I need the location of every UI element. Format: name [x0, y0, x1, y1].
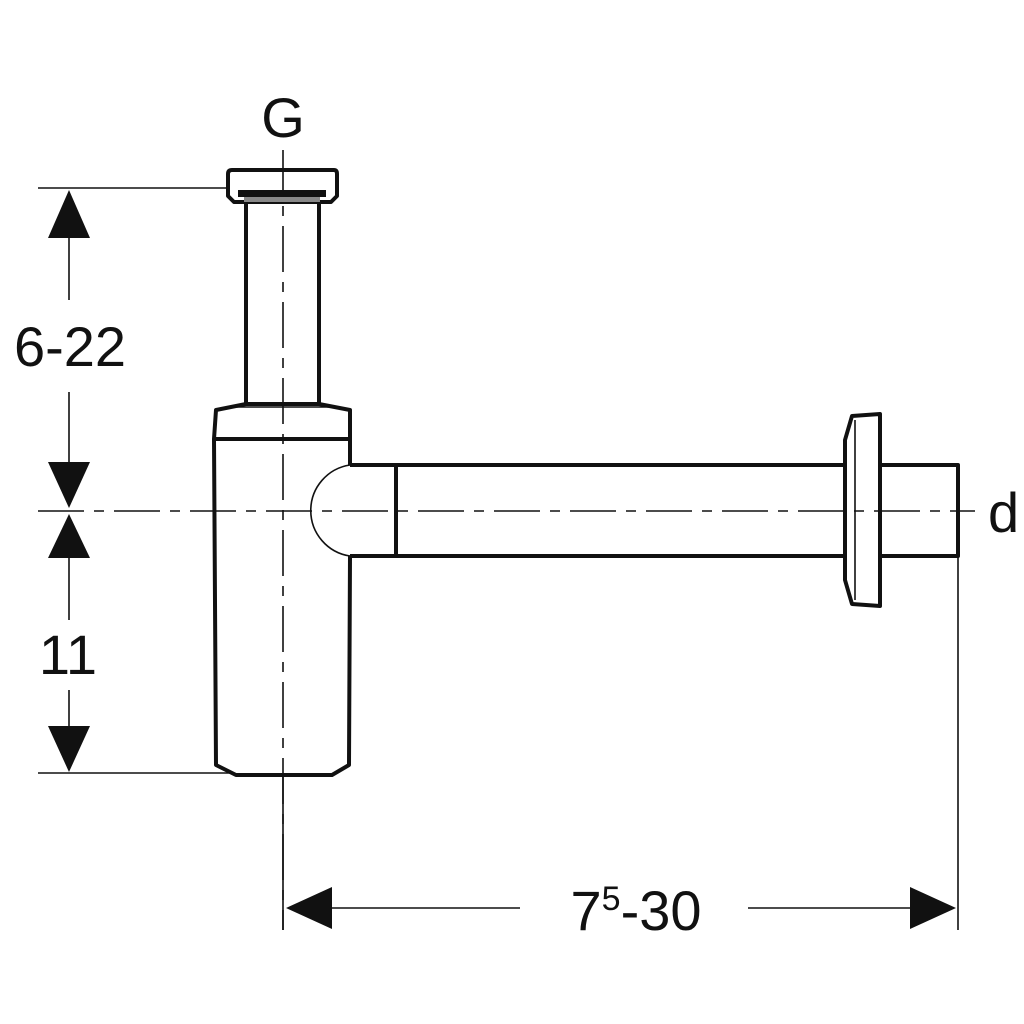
arrow-right-icon	[910, 887, 956, 929]
projection-base: 7	[570, 879, 601, 942]
outlet-label: d	[988, 481, 1019, 544]
arrow-up-icon	[48, 514, 90, 558]
trap-body	[212, 402, 352, 777]
inlet-label: G	[261, 86, 305, 149]
horizontal-dimension	[286, 887, 956, 929]
arrow-down-icon	[48, 462, 90, 508]
vertical-dimension	[48, 190, 90, 772]
arrow-up-icon	[48, 190, 90, 238]
projection-superscript: 5	[602, 880, 621, 918]
projection-range: -30	[621, 879, 702, 942]
wall-rosette	[843, 412, 882, 608]
arrow-down-icon	[48, 726, 90, 772]
trap-depth-label: 11	[39, 623, 97, 686]
inlet-tube	[244, 202, 321, 404]
projection-label: 75-30	[570, 879, 701, 942]
outlet-pipe	[350, 412, 960, 608]
height-adjust-label: 6-22	[14, 315, 126, 378]
inlet-cap	[226, 168, 339, 204]
arrow-left-icon	[286, 887, 332, 929]
